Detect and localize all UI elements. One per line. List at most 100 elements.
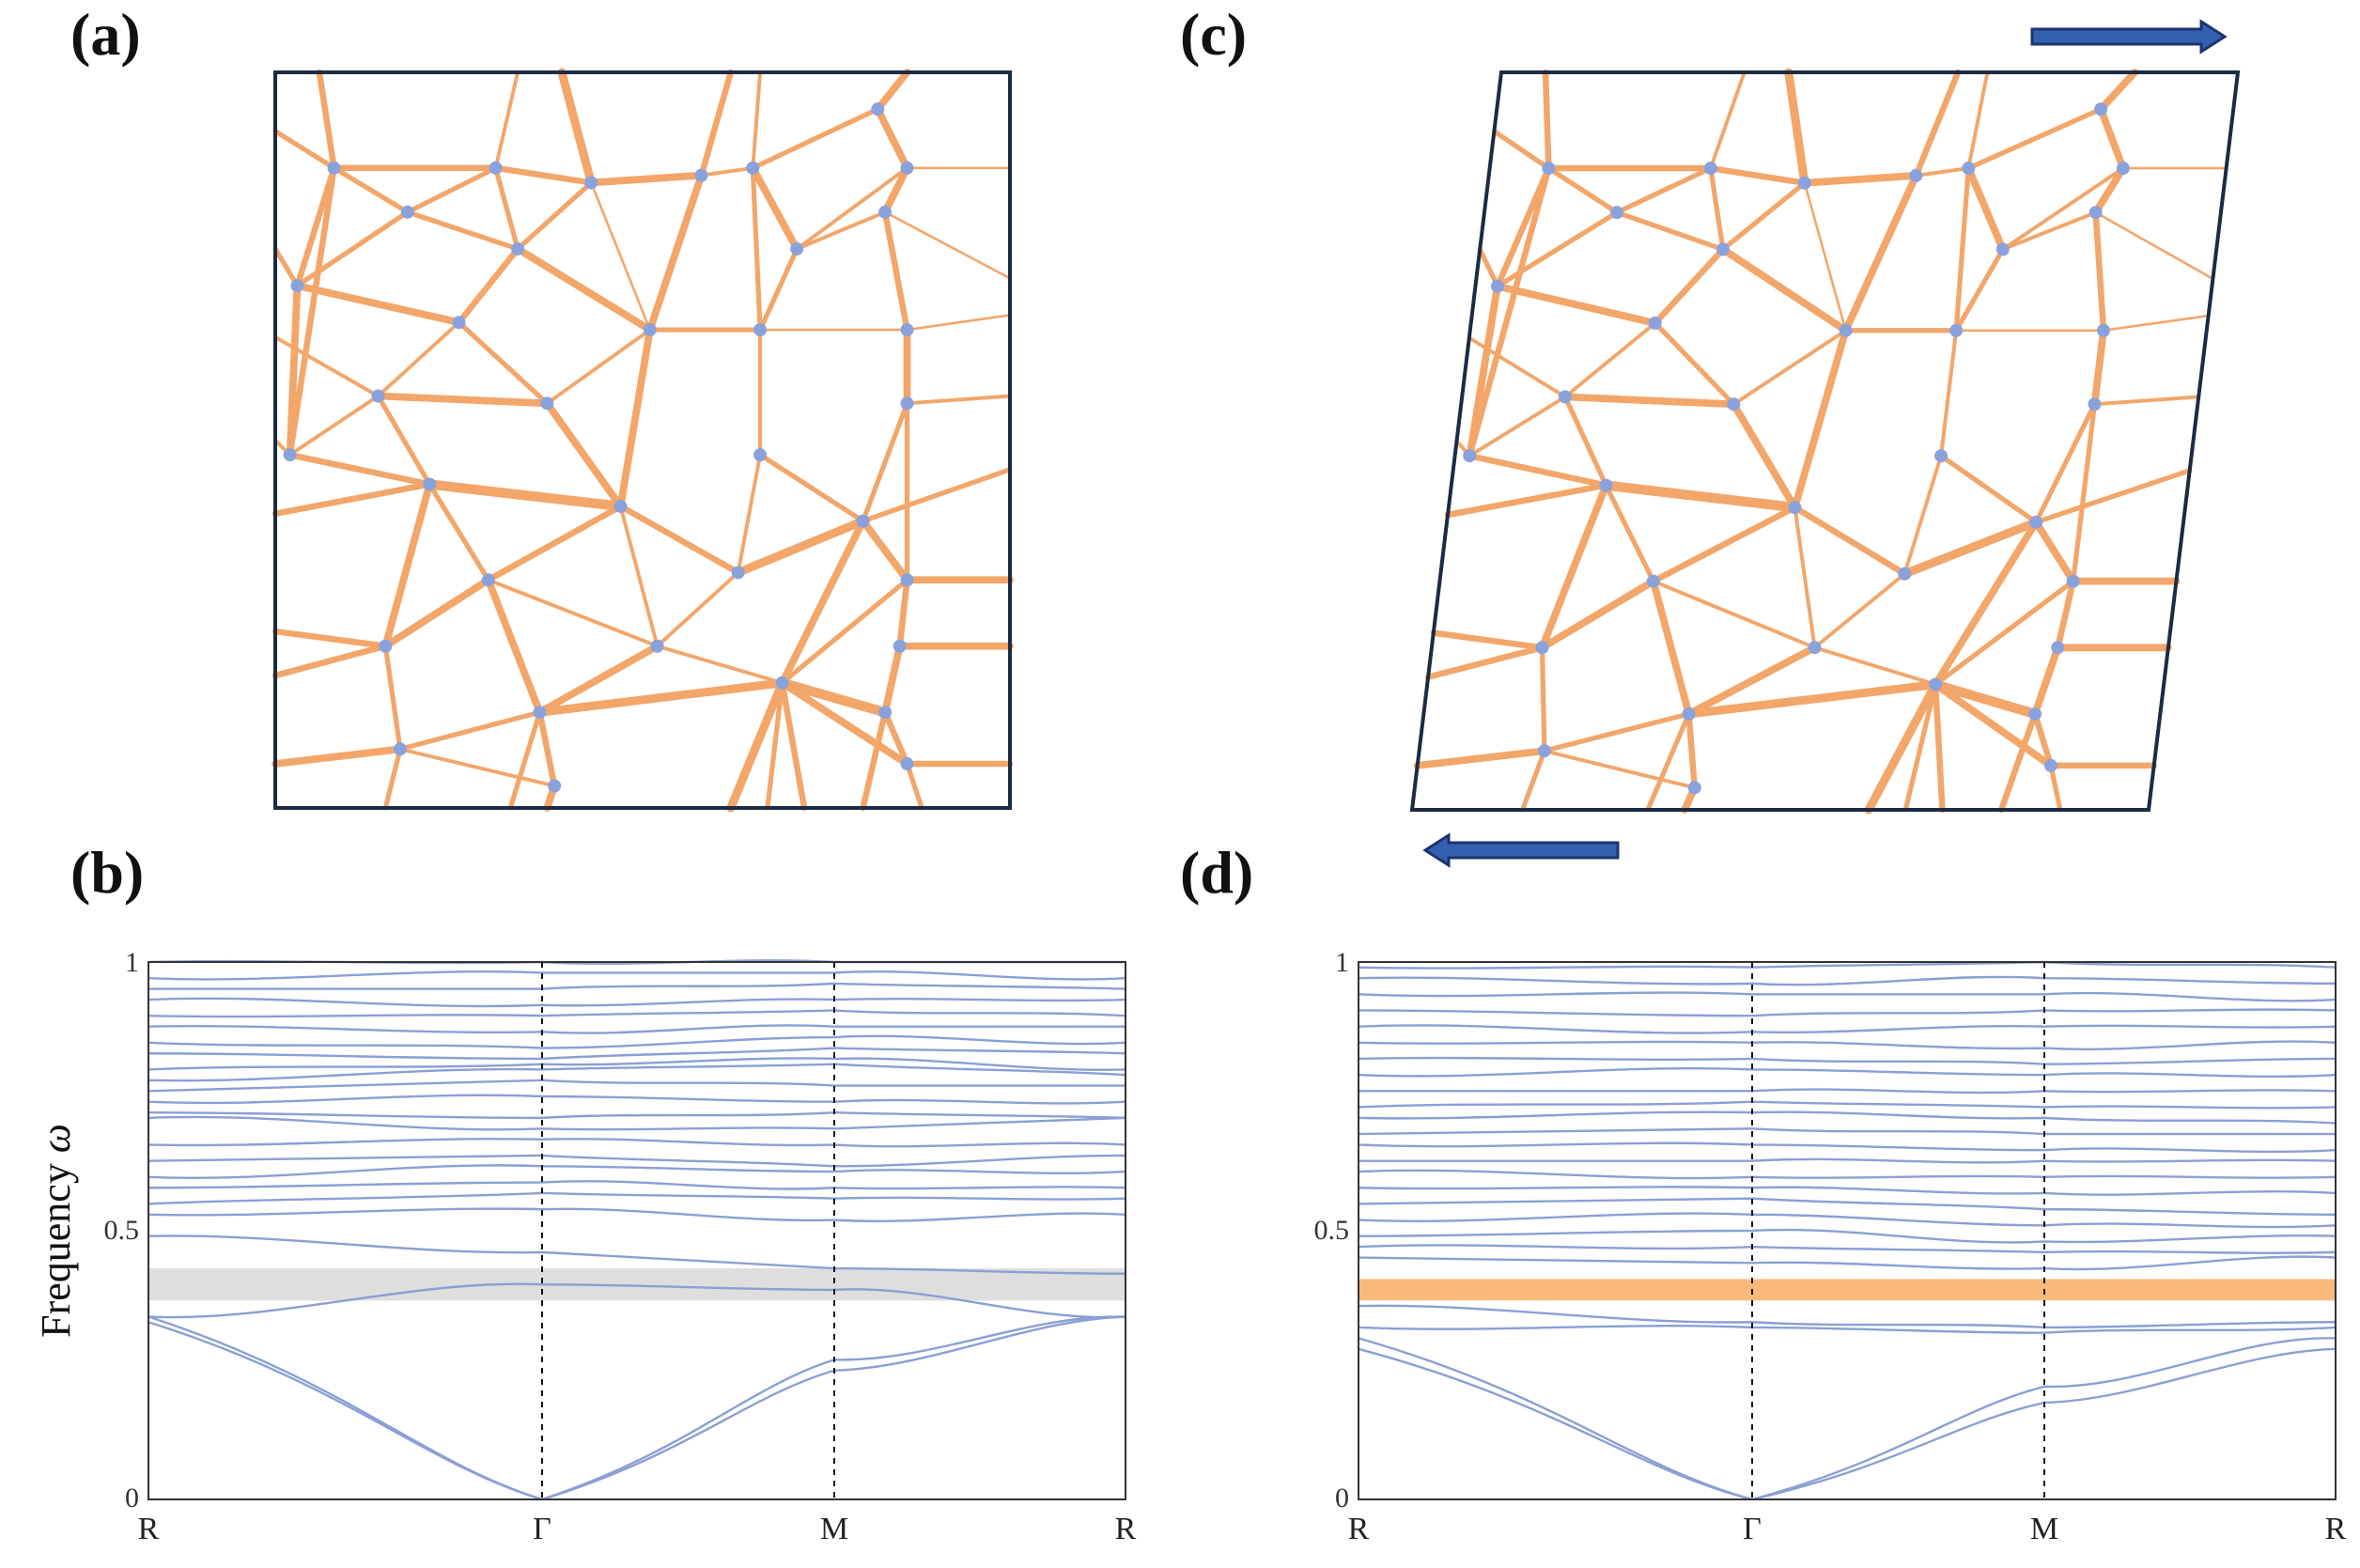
network-c-bond — [1953, 165, 1971, 334]
plot-b-band-4 — [148, 1234, 1126, 1275]
network-a-bond — [874, 105, 911, 172]
network-c-bond — [1542, 749, 1697, 790]
network-a-node — [290, 279, 304, 293]
shear-arrow-right — [2030, 19, 2228, 54]
network-a-bond — [376, 320, 461, 398]
network-a-bond — [655, 570, 740, 648]
network-c-bond — [2094, 210, 2214, 281]
network-c-bond — [1542, 711, 1692, 753]
network-a-bond — [589, 181, 652, 332]
network-c-bond — [1800, 171, 1920, 187]
network-a-node — [613, 499, 628, 513]
network-a-bond — [382, 746, 403, 811]
network-c-bond — [2071, 401, 2098, 584]
network-a-bond — [616, 326, 654, 510]
network-a-node — [746, 161, 760, 175]
network-a-bond — [765, 680, 785, 811]
plot-b-band-7 — [148, 1180, 1126, 1190]
network-a-bond — [287, 394, 380, 458]
network-c-node — [1682, 706, 1696, 721]
network-a-bond — [779, 679, 808, 812]
plot-b-band-20 — [148, 1009, 1126, 1018]
network-a-bond — [515, 179, 594, 252]
network-c-bond — [1720, 180, 1808, 252]
plot-d-band-17 — [1358, 1088, 2337, 1094]
network-c-bond — [1902, 681, 1938, 813]
y-tick-1-d: 1 — [1335, 947, 1349, 978]
network-a-node — [400, 205, 414, 219]
network-c-node — [2088, 397, 2102, 411]
network-a-node — [900, 323, 914, 337]
network-c-bond — [2055, 578, 2076, 651]
network-a-bond — [860, 400, 910, 524]
y-tick-0-d: 0 — [1335, 1483, 1349, 1514]
plot-b-band-14 — [148, 1079, 1126, 1093]
panel-label-a: (a) — [70, 1, 141, 68]
plot-b-band-5 — [148, 1207, 1126, 1223]
network-c-bond — [1477, 246, 1500, 289]
network-c-bond — [1685, 644, 1819, 718]
network-a-bond — [272, 481, 433, 518]
network-a-node — [731, 566, 745, 580]
network-a-bond — [492, 164, 595, 186]
plot-d-band-16 — [1358, 1100, 2337, 1110]
network-c-bond — [1964, 164, 2007, 254]
network-a-node — [900, 757, 914, 771]
network-c-bond — [1812, 571, 1907, 650]
network-a-bond — [750, 165, 763, 333]
network-a-bond — [698, 69, 735, 179]
plot-d-band-12 — [1358, 1157, 2337, 1164]
network-a-bond — [860, 467, 1013, 524]
network-c-bond — [2033, 468, 2193, 525]
network-a-node — [643, 323, 657, 337]
network-c-bond — [1938, 453, 2039, 525]
network-a-node — [900, 396, 914, 411]
network-a-bond — [272, 129, 337, 171]
network-panel-c — [1409, 19, 2241, 868]
network-a-bond — [294, 164, 337, 289]
network-a-bond — [374, 392, 551, 408]
network-c-node — [2051, 641, 2065, 655]
network-a-node — [900, 573, 914, 587]
network-c-bond — [1997, 710, 2039, 814]
network-c-bond — [1650, 504, 1798, 584]
network-c-bond — [1519, 748, 1547, 813]
network-a-bond — [397, 709, 543, 752]
plot-d-band-2 — [1358, 1337, 2337, 1501]
plot-d-band-14 — [1358, 1127, 2336, 1136]
network-c-bond — [2031, 710, 2055, 769]
network-a-bond — [778, 517, 867, 687]
network-a-bond — [331, 165, 411, 215]
plot-b-band-23 — [148, 970, 1126, 981]
network-a-node — [878, 706, 893, 720]
network-c-node — [1898, 567, 1912, 581]
network-a-bond — [486, 578, 660, 648]
network-a-bond — [545, 328, 652, 406]
plot-d-band-25 — [1358, 960, 2337, 970]
network-a-bond — [543, 399, 625, 510]
network-a-bond — [904, 761, 924, 811]
network-a-bond — [726, 678, 787, 813]
network-a-node — [893, 639, 907, 653]
network-c-bond — [2097, 105, 2127, 172]
network-c-bond — [1430, 629, 1545, 651]
network-a-bond — [881, 708, 910, 768]
plot-d-band-8 — [1358, 1212, 2337, 1229]
spring-network-undeformed — [272, 68, 1014, 813]
network-a-bond — [736, 453, 763, 575]
network-a-node — [533, 706, 547, 720]
network-a-bond — [287, 164, 337, 458]
network-c-bond — [2000, 166, 2125, 252]
x-tick-r-start-b: R — [138, 1512, 160, 1546]
plot-b-band-17 — [148, 1047, 1126, 1061]
network-c-node — [1929, 677, 1943, 691]
network-c-bond — [1561, 393, 1738, 409]
panel-label-c: (c) — [1180, 1, 1247, 68]
network-a-node — [283, 448, 297, 462]
network-a-bond — [874, 69, 911, 114]
network-a-node — [327, 161, 341, 175]
network-c-bond — [1965, 106, 2104, 171]
network-c-node — [2116, 162, 2130, 176]
spring-network-sheared — [1413, 68, 2228, 815]
network-a-bond — [750, 106, 880, 171]
